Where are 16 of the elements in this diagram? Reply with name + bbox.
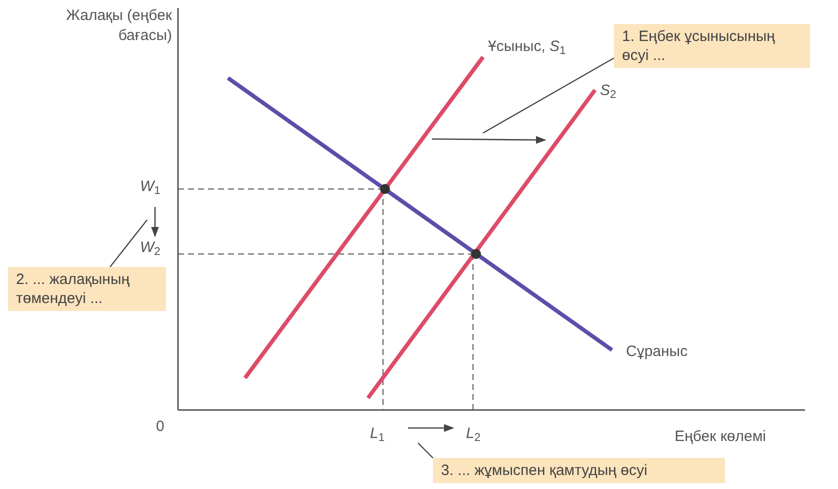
axis-value-label: W$_{1}$	[140, 177, 160, 198]
origin-label: 0	[156, 417, 164, 437]
axis-value-label: L$_{1}$	[370, 424, 385, 446]
axis-title: Еңбек көлемі	[674, 427, 766, 447]
leader-line	[110, 220, 148, 268]
axis-value-label: W$_{2}$	[140, 238, 160, 260]
callout-box: 3. ... жұмыспен қамтудың өсуі	[433, 458, 725, 483]
curve-label: Сұраныс	[626, 342, 688, 362]
axis-title: Жалақы (еңбек бағасы)	[65, 6, 172, 46]
callout-box: 1. Еңбек ұсынысының өсуі ...	[614, 24, 810, 68]
callout-box: 2. ... жалақының төмендеуі ...	[8, 267, 166, 311]
leader-line	[418, 442, 434, 458]
curve-label: Ұсыныс, S$_{1}$	[488, 37, 566, 58]
axis-value-label: L$_{2}$	[466, 424, 481, 446]
curve-label: S$_{2}$	[600, 81, 616, 102]
leader-line	[482, 57, 614, 134]
